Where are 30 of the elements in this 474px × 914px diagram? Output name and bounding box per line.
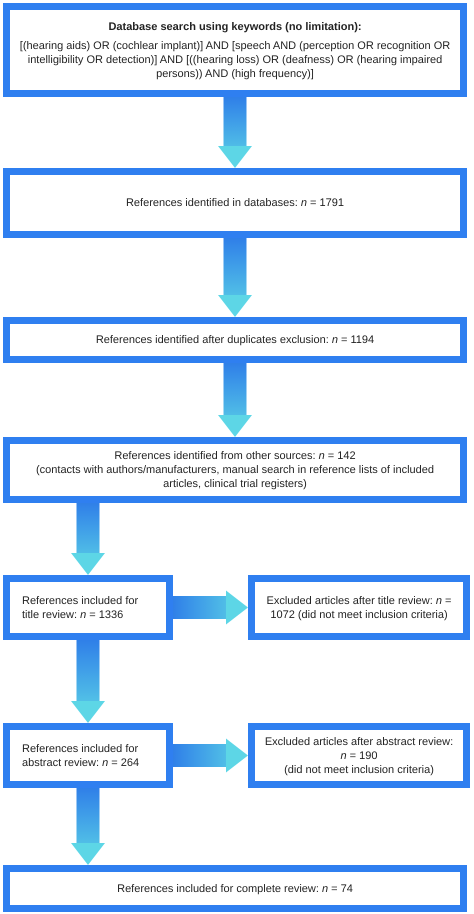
flow-arrow [71, 640, 105, 723]
flow-arrow [218, 238, 252, 317]
box-text: (contacts with authors/manufacturers, manual search in reference lists of included articles, clinical trial registers) [34, 463, 436, 491]
flow-arrow [71, 503, 105, 575]
flow-arrow [173, 738, 248, 772]
box-text: References identified from other sources: n = 142 [114, 449, 356, 463]
process-box [3, 3, 467, 97]
box-text: (did not meet inclusion criteria) [284, 762, 434, 776]
box-text: n = 190 [340, 748, 378, 762]
process-box [3, 317, 467, 363]
process-box [248, 575, 470, 640]
flow-arrow [218, 363, 252, 437]
box-text: References identified in databases: n = 1791 [126, 196, 344, 210]
process-box [248, 723, 470, 788]
box-text: References included for complete review: n = 74 [117, 882, 353, 896]
process-box [3, 168, 467, 238]
box-text: Excluded articles after abstract review: [264, 734, 454, 748]
process-box [3, 865, 467, 912]
process-box [3, 723, 173, 788]
box-text: [(hearing aids) OR (cochlear implant)] AND [speech AND (perception OR recognition OR intelligibility OR detection)] AND [((hearing loss) OR (deafness) OR (hearing impaired persons)) AND (high frequency)] [18, 38, 452, 80]
flow-arrow [218, 97, 252, 168]
flow-arrow [173, 590, 248, 624]
box-text: Excluded articles after title review: n = 1072 (did not meet inclusion criteria) [266, 594, 452, 622]
box-text: Database search using keywords (no limitation): [108, 20, 362, 34]
box-text: References identified after duplicates exclusion: n = 1194 [96, 333, 374, 347]
box-text: References included for title review: n = 1336 [22, 594, 140, 622]
box-text: References included for abstract review: n = 264 [22, 742, 140, 770]
process-box [3, 437, 467, 503]
process-box [3, 575, 173, 640]
flow-arrow [71, 788, 105, 865]
